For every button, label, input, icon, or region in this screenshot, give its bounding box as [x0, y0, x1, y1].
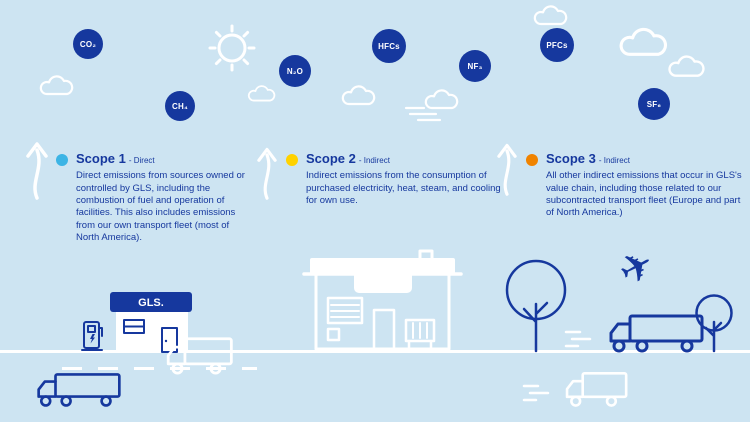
gas-station: GLS.	[81, 292, 192, 353]
depot-door	[372, 308, 396, 351]
station-sign	[110, 292, 192, 312]
tree-icon	[505, 259, 567, 353]
gas-bubble-sf6: SF₆	[638, 88, 670, 120]
scope-3-qualifier: - Indirect	[598, 156, 630, 165]
scope-2-title-text: Scope 2	[306, 151, 356, 166]
gas-label: HFCs	[378, 41, 400, 51]
scope-3-section: Scope 3- Indirect All other indirect emi…	[524, 151, 742, 220]
gas-bubble-n2o: N₂O	[279, 55, 311, 87]
station-sign-logo: GLS.	[138, 297, 164, 309]
cloud-icon	[668, 55, 705, 77]
scope-1-title: Scope 1- Direct	[54, 151, 266, 166]
arrow-up-icon	[257, 147, 277, 200]
delivery-truck-icon	[565, 372, 628, 407]
cloud-icon	[247, 85, 276, 102]
arrow-up-icon	[497, 143, 517, 196]
semi-truck-icon	[609, 314, 704, 353]
gas-label: N₂O	[286, 66, 304, 76]
scope-2-dot	[286, 154, 298, 166]
delivery-truck-icon	[166, 337, 233, 375]
lane-markings	[62, 367, 257, 370]
gas-bubble-pfcs: PFCs	[540, 28, 574, 62]
scope-1-qualifier: - Direct	[128, 156, 155, 165]
lightning-bolt-icon	[90, 334, 95, 344]
sun-icon	[208, 24, 256, 72]
speed-lines-icon	[522, 384, 550, 402]
chimney-icon	[418, 249, 434, 260]
gls-depot-building: GLS.	[302, 249, 463, 351]
gas-label: CH₄	[172, 101, 188, 111]
gas-label: PFCs	[546, 40, 568, 50]
depot-sign	[354, 268, 412, 293]
depot-window	[326, 296, 364, 325]
cloud-icon	[533, 5, 568, 26]
scope-1-title-text: Scope 1	[76, 151, 126, 166]
scope-1-section: Scope 1- Direct Direct emissions from so…	[54, 151, 266, 244]
arrow-up-icon	[26, 142, 48, 200]
speed-lines-icon	[564, 330, 592, 348]
scope-3-description: All other indirect emissions that occur …	[546, 170, 742, 219]
gas-label: NF₃	[467, 61, 483, 71]
scope-3-title-text: Scope 3	[546, 151, 596, 166]
scope-3-title: Scope 3- Indirect	[524, 151, 742, 166]
wind-cloud-icon	[404, 89, 459, 122]
scope-2-title: Scope 2- Indirect	[284, 151, 502, 166]
roof-band	[310, 258, 455, 274]
gas-bubble-hfcs: HFCs	[372, 29, 406, 63]
road-line	[0, 350, 750, 353]
scope-2-section: Scope 2- Indirect Indirect emissions fro…	[284, 151, 502, 207]
fuel-pump-icon	[81, 321, 103, 351]
airplane-icon: ✈	[611, 240, 662, 296]
scope-1-dot	[56, 154, 68, 166]
scope-2-qualifier: - Indirect	[358, 156, 390, 165]
depot-sign-logo: GLS.	[368, 274, 398, 289]
scope-3-dot	[526, 154, 538, 166]
gas-label: SF₆	[646, 99, 662, 109]
radiator-icon	[404, 318, 436, 351]
cloud-icon	[39, 75, 74, 96]
gas-label: CO₂	[79, 39, 97, 49]
gas-bubble-ch4: CH₄	[165, 91, 195, 121]
scope-2-description: Indirect emissions from the consumption …	[306, 170, 501, 206]
semi-truck-icon	[37, 373, 121, 407]
cloud-icon	[619, 27, 668, 56]
tree-icon	[695, 294, 733, 353]
gas-bubble-nf3: NF₃	[459, 50, 491, 82]
gas-bubble-co2: CO₂	[73, 29, 103, 59]
scope-1-description: Direct emissions from sources owned or c…	[76, 170, 245, 244]
depot-vent	[326, 327, 341, 342]
cloud-icon	[341, 85, 376, 106]
